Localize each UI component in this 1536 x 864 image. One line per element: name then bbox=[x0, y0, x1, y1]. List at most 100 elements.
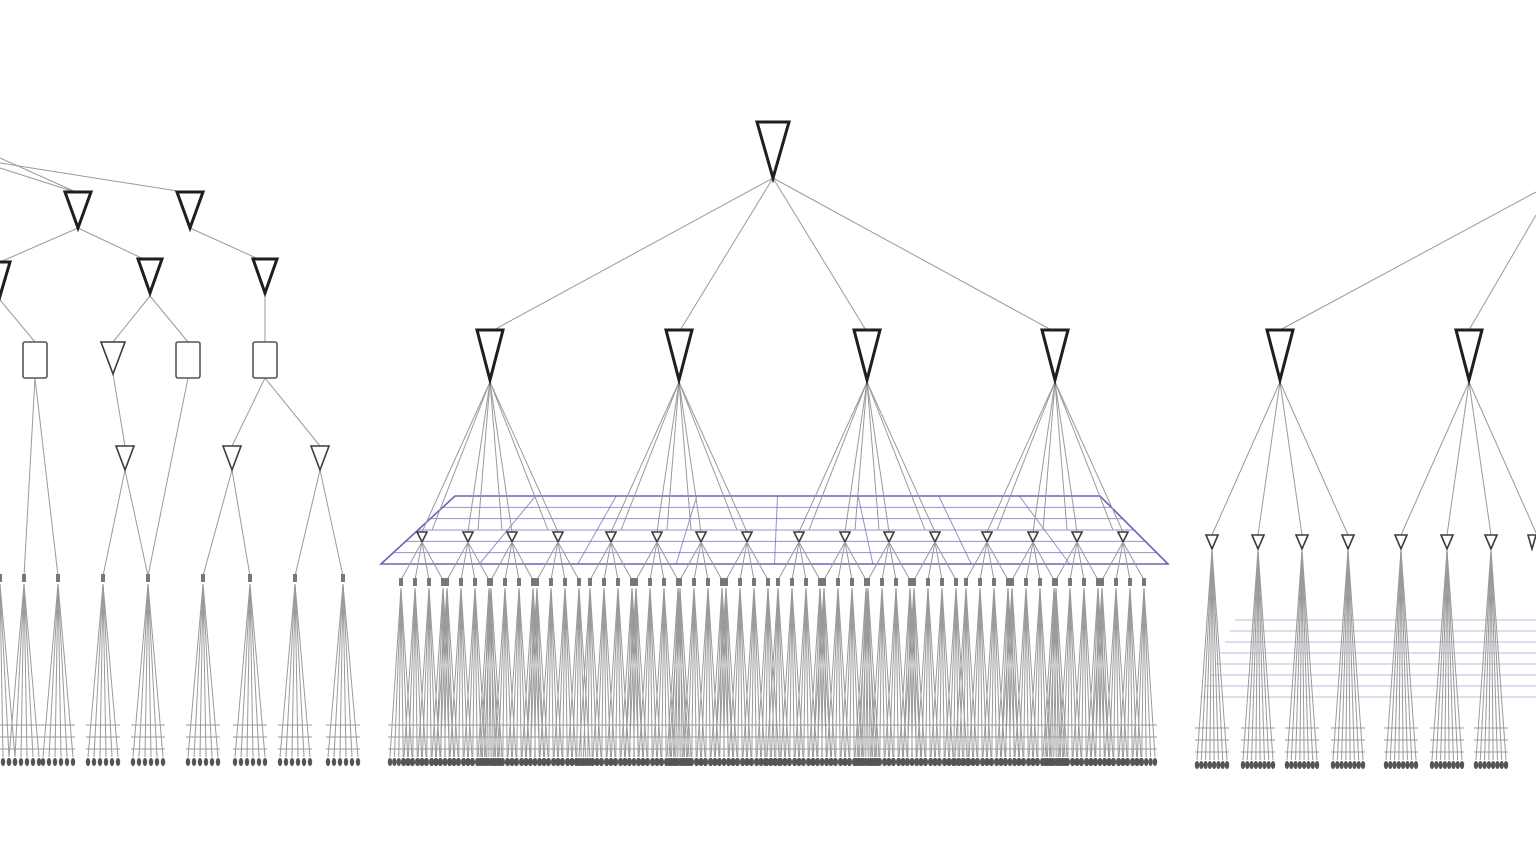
leaf-edge bbox=[913, 587, 922, 758]
leaf-node bbox=[1097, 758, 1103, 766]
leaf-edge bbox=[823, 587, 836, 758]
leaf-edge bbox=[339, 583, 344, 758]
triangle-node bbox=[135, 257, 165, 298]
leaf-edge bbox=[294, 583, 305, 758]
tree-edge bbox=[866, 381, 936, 533]
tree-edge bbox=[431, 381, 491, 531]
leaf-edge bbox=[965, 587, 974, 758]
leaf-edge bbox=[1069, 587, 1078, 758]
leaf-cluster bbox=[1429, 549, 1465, 769]
leaf-node bbox=[130, 758, 136, 766]
leaf-node bbox=[1343, 761, 1349, 769]
leaf-node bbox=[1392, 761, 1397, 769]
small-triangle-node bbox=[1526, 534, 1536, 552]
leaf-edge bbox=[895, 587, 904, 758]
small-triangle-node bbox=[1070, 531, 1084, 544]
leaf-edge bbox=[927, 587, 940, 758]
leaf-edge bbox=[93, 583, 104, 758]
leaf-edge bbox=[791, 587, 800, 758]
tree-edge bbox=[589, 541, 612, 581]
tree-edge bbox=[678, 381, 702, 533]
leaf-edge bbox=[407, 587, 416, 758]
leaf-node bbox=[477, 758, 483, 766]
leaf-edge bbox=[453, 587, 462, 758]
leaf-node bbox=[429, 758, 435, 766]
leaf-edge bbox=[132, 583, 149, 758]
leaf-cluster bbox=[650, 587, 678, 766]
tree-panel-right bbox=[1194, 191, 1536, 769]
small-node bbox=[473, 578, 477, 586]
leaf-edge bbox=[1062, 587, 1071, 758]
leaf-node bbox=[1240, 761, 1246, 769]
tree-edge bbox=[927, 541, 936, 581]
tree-edge bbox=[798, 381, 868, 533]
leaf-node bbox=[1429, 761, 1435, 769]
small-node bbox=[459, 578, 463, 586]
leaf-edge bbox=[624, 587, 637, 758]
tree-edge bbox=[791, 541, 800, 581]
small-node bbox=[776, 578, 780, 586]
tree-edge bbox=[888, 541, 911, 581]
leaf-edge bbox=[777, 587, 790, 758]
leaf-edge bbox=[1490, 549, 1498, 761]
leaf-edge bbox=[567, 587, 580, 758]
leaf-node bbox=[1257, 761, 1263, 769]
leaf-edge bbox=[1394, 549, 1402, 761]
leaf-node bbox=[882, 758, 888, 766]
leaf-node bbox=[546, 758, 551, 766]
tree-edge bbox=[421, 541, 444, 581]
leaf-edge bbox=[934, 587, 943, 758]
leaf-cluster bbox=[754, 587, 782, 766]
leaf-node bbox=[576, 758, 582, 766]
small-node bbox=[634, 578, 638, 586]
leaf-edge bbox=[808, 587, 821, 758]
leaf-edge bbox=[767, 587, 776, 758]
small-node bbox=[535, 578, 539, 586]
leaf-edge bbox=[342, 583, 359, 758]
leaf-node bbox=[570, 758, 575, 766]
small-triangle-node bbox=[1340, 534, 1356, 552]
leaf-edge bbox=[789, 587, 793, 758]
tree-edge bbox=[1279, 381, 1349, 536]
small-node bbox=[441, 578, 445, 586]
leaf-edge bbox=[707, 587, 711, 758]
leaf-cluster bbox=[40, 583, 76, 766]
leaf-edge bbox=[854, 587, 867, 758]
tree-edge bbox=[844, 541, 867, 581]
triangle-node bbox=[475, 328, 505, 386]
leaf-node bbox=[560, 758, 565, 766]
leaf-node bbox=[1442, 761, 1448, 769]
small-triangle-node bbox=[1116, 531, 1130, 544]
leaf-edge bbox=[851, 587, 860, 758]
leaf-edge bbox=[414, 587, 427, 758]
leaf-cluster bbox=[565, 587, 593, 766]
leaf-node bbox=[933, 758, 938, 766]
leaf-edge bbox=[516, 587, 520, 758]
small-node bbox=[413, 578, 417, 586]
plane-gridline bbox=[478, 495, 537, 565]
leaf-node bbox=[142, 758, 148, 766]
leaf-cluster bbox=[998, 587, 1026, 766]
tree-edge bbox=[1468, 381, 1492, 536]
leaf-cluster bbox=[1284, 549, 1320, 769]
leaf-edge bbox=[1094, 587, 1103, 758]
leaf-edge bbox=[589, 587, 593, 758]
leaf-node bbox=[40, 758, 46, 766]
tree-edge bbox=[112, 295, 151, 343]
leaf-edge bbox=[803, 587, 807, 758]
leaf-node bbox=[655, 758, 660, 766]
small-node bbox=[1010, 578, 1014, 586]
leaf-edge bbox=[414, 587, 418, 758]
leaf-edge bbox=[460, 587, 464, 758]
tree-edge bbox=[0, 299, 36, 343]
leaf-edge bbox=[606, 587, 619, 758]
leaf-edge bbox=[294, 583, 299, 758]
tree-edge bbox=[837, 541, 846, 581]
leaf-node bbox=[1075, 758, 1080, 766]
small-node bbox=[503, 578, 507, 586]
leaf-node bbox=[1301, 761, 1307, 769]
leaf-node bbox=[1383, 761, 1389, 769]
tree-edge bbox=[0, 167, 79, 194]
square-node bbox=[22, 341, 48, 379]
leaf-edge bbox=[1069, 587, 1073, 758]
